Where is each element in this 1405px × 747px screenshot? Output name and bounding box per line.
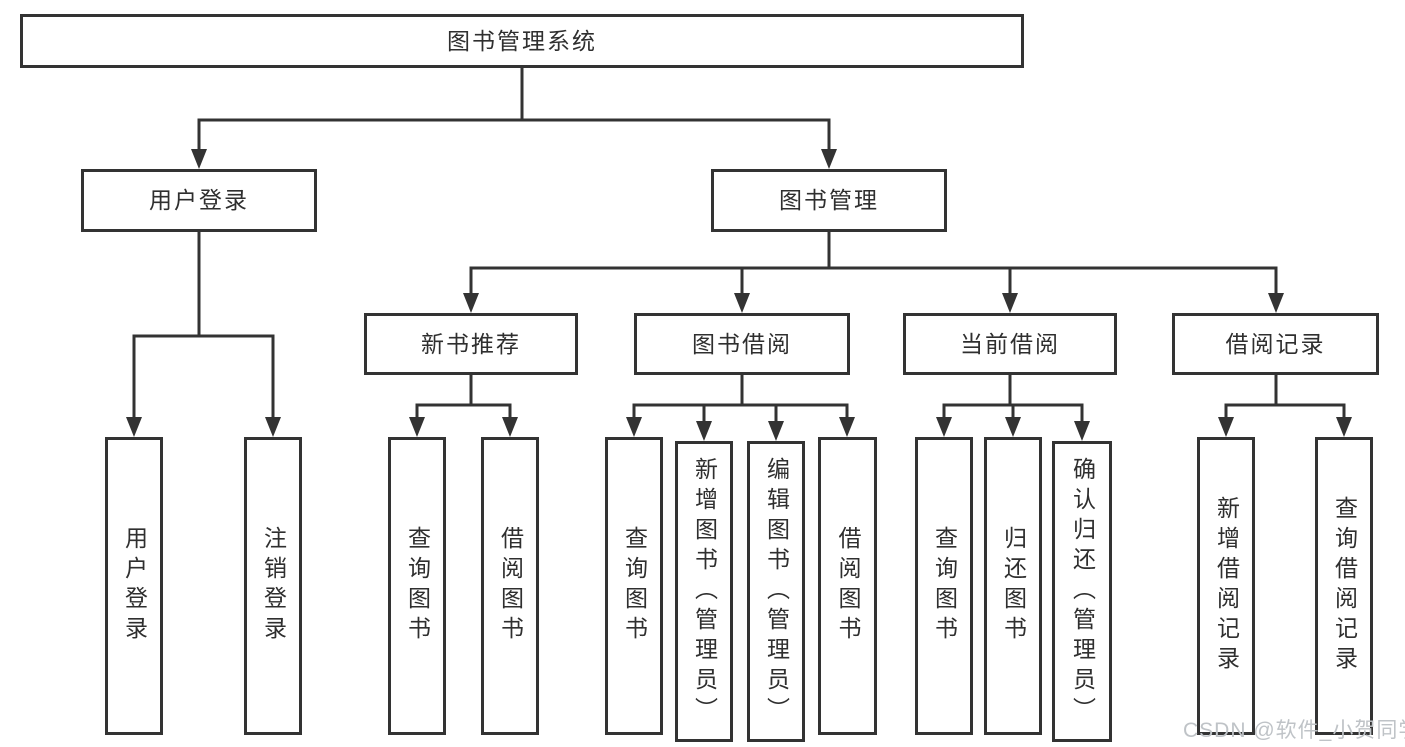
node-confirm-return-admin-label: 确认归还（管理员） (1069, 456, 1096, 727)
node-edit-book-admin: 编辑图书（管理员） (747, 441, 805, 742)
node-return-book: 归还图书 (984, 437, 1042, 735)
node-add-borrow-record-label: 新增借阅记录 (1213, 496, 1240, 676)
node-borrowing-records: 借阅记录 (1172, 313, 1379, 375)
node-system-root: 图书管理系统 (20, 14, 1024, 68)
arrowheads (126, 149, 1352, 441)
node-query-book-3-label: 查询图书 (931, 526, 958, 646)
node-book-management-label: 图书管理 (779, 187, 879, 213)
node-system-root-label: 图书管理系统 (447, 27, 597, 54)
node-user-login: 用户登录 (81, 169, 317, 232)
node-user-login-label: 用户登录 (149, 187, 249, 213)
node-book-management: 图书管理 (711, 169, 947, 232)
node-current-borrowing: 当前借阅 (903, 313, 1117, 375)
node-query-book-2: 查询图书 (605, 437, 663, 735)
node-query-book-1-label: 查询图书 (404, 526, 431, 646)
node-user-login-action-label: 用户登录 (121, 526, 148, 646)
node-new-book-recommend-label: 新书推荐 (421, 330, 521, 357)
node-logout-action: 注销登录 (244, 437, 302, 735)
node-query-book-2-label: 查询图书 (621, 526, 648, 646)
node-user-login-action: 用户登录 (105, 437, 163, 735)
node-borrowing-records-label: 借阅记录 (1225, 330, 1326, 357)
node-add-book-admin: 新增图书（管理员） (675, 441, 733, 742)
node-query-book-1: 查询图书 (388, 437, 446, 735)
node-current-borrowing-label: 当前借阅 (960, 330, 1060, 357)
node-confirm-return-admin: 确认归还（管理员） (1052, 441, 1112, 742)
connector-paths (132, 66, 1346, 425)
watermark: CSDN @软件_小贺同学 (1183, 719, 1405, 742)
node-borrow-book-2-label: 借阅图书 (835, 526, 861, 646)
node-edit-book-admin-label: 编辑图书（管理员） (763, 456, 790, 727)
node-add-borrow-record: 新增借阅记录 (1197, 437, 1255, 735)
node-borrow-book-2: 借阅图书 (818, 437, 877, 735)
node-book-borrowing: 图书借阅 (634, 313, 850, 375)
node-book-borrowing-label: 图书借阅 (692, 330, 792, 357)
node-query-borrow-record: 查询借阅记录 (1315, 437, 1373, 735)
node-add-book-admin-label: 新增图书（管理员） (691, 456, 718, 727)
node-borrow-book-1-label: 借阅图书 (497, 526, 524, 646)
node-return-book-label: 归还图书 (1000, 526, 1027, 646)
node-query-book-3: 查询图书 (915, 437, 973, 735)
node-logout-action-label: 注销登录 (260, 526, 287, 646)
node-new-book-recommend: 新书推荐 (364, 313, 578, 375)
node-borrow-book-1: 借阅图书 (481, 437, 539, 735)
node-query-borrow-record-label: 查询借阅记录 (1331, 496, 1358, 676)
